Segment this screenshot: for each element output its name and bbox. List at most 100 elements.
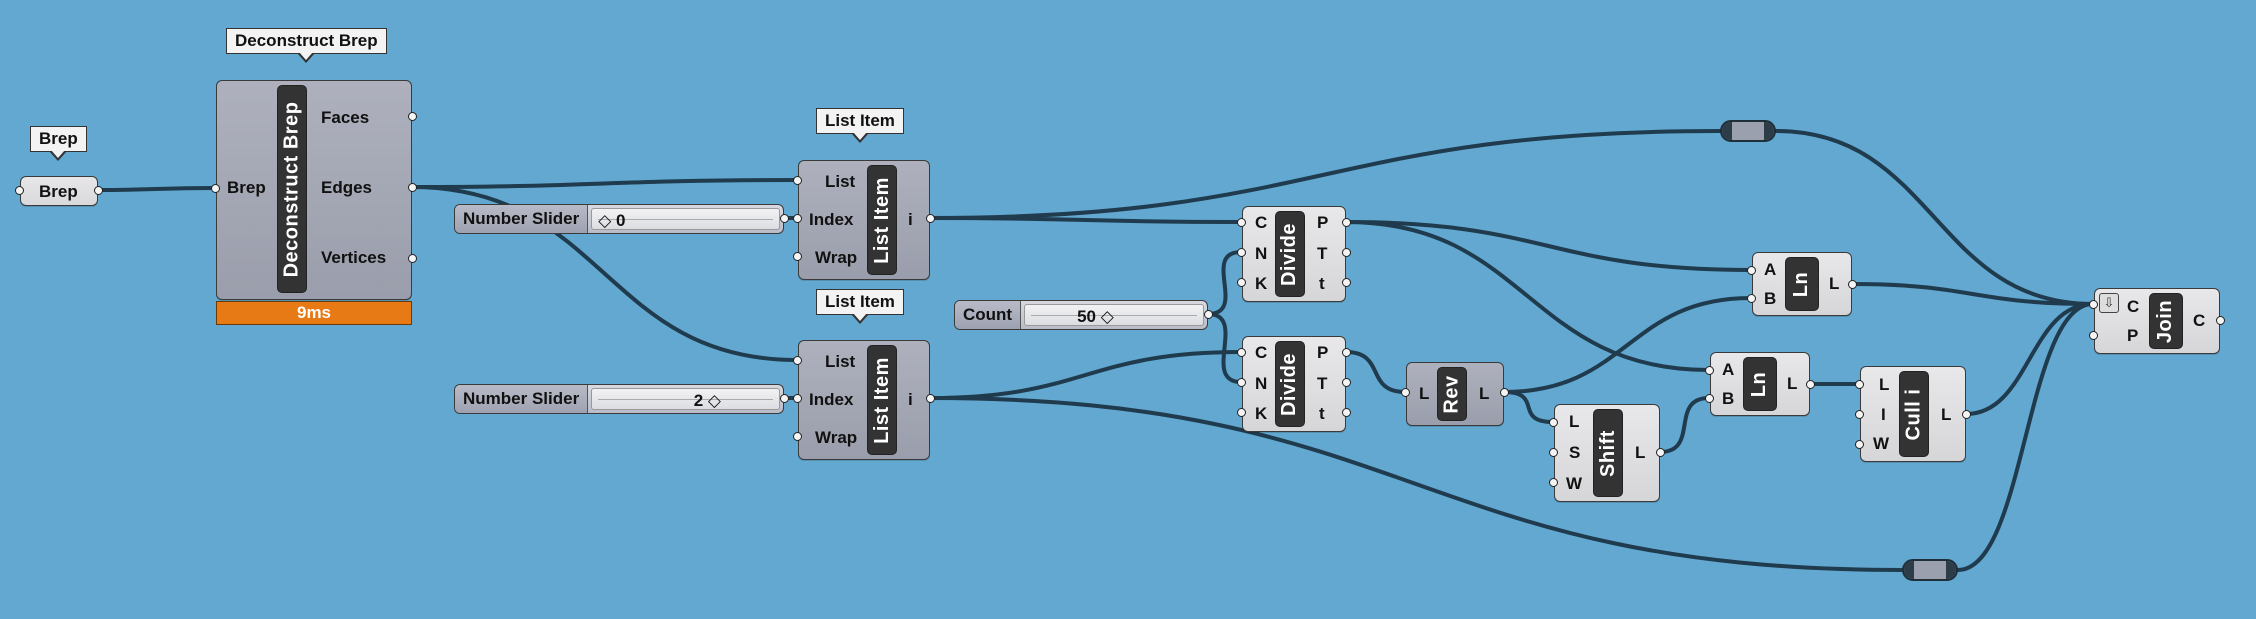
shift-title: Shift: [1593, 409, 1623, 497]
list-item-component-1[interactable]: List Index Wrap List Item i: [798, 160, 930, 280]
cull-w-port[interactable]: [1855, 440, 1864, 449]
count-slider-track[interactable]: 50 ◇: [1024, 304, 1204, 326]
join-input-c: C: [2127, 297, 2140, 316]
divide-2-n-port[interactable]: [1237, 378, 1246, 387]
shift-output-port[interactable]: [1656, 448, 1665, 457]
cull-i-port[interactable]: [1855, 410, 1864, 419]
rev-output-port[interactable]: [1500, 388, 1509, 397]
list-item-1-input-list: List: [825, 172, 856, 191]
divide-2-k-port[interactable]: [1237, 408, 1246, 417]
join-curves-component[interactable]: ⇩ C P Join C: [2094, 288, 2220, 354]
wire-edges-to-listitem2: [410, 185, 799, 362]
slider-2-output-port[interactable]: [780, 394, 789, 403]
line-component-1[interactable]: A B Ln L: [1752, 252, 1852, 316]
cull-l-port[interactable]: [1855, 380, 1864, 389]
deconstruct-vertices-output-port[interactable]: [408, 254, 417, 263]
join-p-port[interactable]: [2089, 331, 2098, 340]
list-item-2-title: List Item: [867, 345, 897, 455]
shift-input-w: W: [1566, 474, 1583, 493]
deconstruct-edges-output-port[interactable]: [408, 183, 417, 192]
list-item-2-input-index: Index: [809, 390, 854, 409]
count-slider[interactable]: Count 50 ◇: [954, 300, 1208, 330]
list-item-component-2[interactable]: List Index Wrap List Item i: [798, 340, 930, 460]
cull-output-port[interactable]: [1962, 410, 1971, 419]
wire-relay-top[interactable]: [1720, 120, 1776, 142]
cull-index-component[interactable]: L I W Cull i L: [1860, 366, 1966, 462]
cull-input-w: W: [1873, 434, 1890, 453]
list-item-2-input-wrap: Wrap: [815, 428, 858, 447]
divide-curve-component-2[interactable]: C N K Divide P T t: [1242, 336, 1346, 432]
shift-w-port[interactable]: [1549, 478, 1558, 487]
list-item-1-index-port[interactable]: [793, 214, 802, 223]
wire-relay-bottom[interactable]: [1902, 559, 1958, 581]
divide-2-c-port[interactable]: [1237, 348, 1246, 357]
number-slider-index-2[interactable]: Number Slider 2 ◇: [454, 384, 784, 414]
list-item-2-list-port[interactable]: [793, 356, 802, 365]
divide-2-p-port[interactable]: [1342, 348, 1351, 357]
list-item-tag-2: List Item: [816, 289, 904, 324]
deconstruct-brep-tag: Deconstruct Brep: [226, 28, 387, 63]
divide-curve-component-1[interactable]: C N K Divide P T t: [1242, 206, 1346, 302]
list-item-2-input-list: List: [825, 352, 856, 371]
divide-2-T-port[interactable]: [1342, 378, 1351, 387]
shift-s-port[interactable]: [1549, 448, 1558, 457]
brep-param[interactable]: Brep: [20, 176, 98, 206]
join-output-port[interactable]: [2216, 316, 2225, 325]
divide-1-n-port[interactable]: [1237, 248, 1246, 257]
divide-2-t-port[interactable]: [1342, 408, 1351, 417]
divide-2-output-p: P: [1317, 343, 1329, 362]
deconstruct-brep-component[interactable]: Brep Deconstruct Brep Faces Edges Vertic…: [216, 80, 412, 300]
list-item-1-wrap-port[interactable]: [793, 252, 802, 261]
shift-list-component[interactable]: L S W Shift L: [1554, 404, 1660, 502]
brep-tag: Brep: [30, 126, 87, 161]
ln-2-output-port[interactable]: [1806, 380, 1815, 389]
list-item-1-list-port[interactable]: [793, 176, 802, 185]
list-item-2-index-port[interactable]: [793, 394, 802, 403]
wire-relay-top-to-join: [1774, 129, 2095, 306]
divide-1-p-port[interactable]: [1342, 218, 1351, 227]
shift-l-port[interactable]: [1549, 418, 1558, 427]
divide-2-input-c: C: [1255, 343, 1268, 362]
arrow-down-icon[interactable]: ⇩: [2099, 293, 2119, 313]
number-slider-index-1[interactable]: Number Slider ◇ 0: [454, 204, 784, 234]
slider-1-output-port[interactable]: [780, 214, 789, 223]
wire-cull-to-join: [1964, 302, 2095, 416]
deconstruct-faces-output-port[interactable]: [408, 112, 417, 121]
ln-1-input-a: A: [1764, 260, 1777, 279]
brep-param-label: Brep: [39, 182, 78, 201]
list-item-2-wrap-port[interactable]: [793, 432, 802, 441]
shift-input-l: L: [1569, 412, 1580, 431]
line-component-2[interactable]: A B Ln L: [1710, 352, 1810, 416]
ln-1-a-port[interactable]: [1747, 266, 1756, 275]
ln-2-title: Ln: [1743, 357, 1777, 411]
divide-1-t-port[interactable]: [1342, 278, 1351, 287]
count-slider-output-port[interactable]: [1204, 310, 1213, 319]
shift-output-l: L: [1635, 443, 1646, 462]
list-item-1-output-i: i: [908, 210, 913, 229]
rev-input-port[interactable]: [1401, 388, 1410, 397]
divide-1-k-port[interactable]: [1237, 278, 1246, 287]
divide-2-output-t-lower: t: [1319, 404, 1325, 423]
wire-edges-to-listitem1: [410, 178, 799, 189]
ln-1-output-port[interactable]: [1848, 280, 1857, 289]
divide-1-c-port[interactable]: [1237, 218, 1246, 227]
deconstruct-brep-title: Deconstruct Brep: [277, 85, 307, 293]
reverse-component[interactable]: L Rev L: [1406, 362, 1504, 426]
ln-1-b-port[interactable]: [1747, 294, 1756, 303]
deconstruct-brep-input-port[interactable]: [211, 184, 220, 193]
slider-1-track[interactable]: ◇ 0: [591, 208, 780, 230]
list-item-1-output-port[interactable]: [926, 214, 935, 223]
divide-1-T-port[interactable]: [1342, 248, 1351, 257]
cull-output-l: L: [1941, 405, 1952, 424]
list-item-2-output-port[interactable]: [926, 394, 935, 403]
brep-param-input-port[interactable]: [15, 186, 24, 195]
slider-1-value: ◇ 0: [598, 211, 626, 230]
join-c-port[interactable]: [2089, 300, 2098, 309]
divide-2-input-n: N: [1255, 374, 1268, 393]
brep-param-output-port[interactable]: [94, 186, 103, 195]
slider-2-track[interactable]: 2 ◇: [591, 388, 780, 410]
ln-2-a-port[interactable]: [1705, 366, 1714, 375]
ln-2-b-port[interactable]: [1705, 394, 1714, 403]
